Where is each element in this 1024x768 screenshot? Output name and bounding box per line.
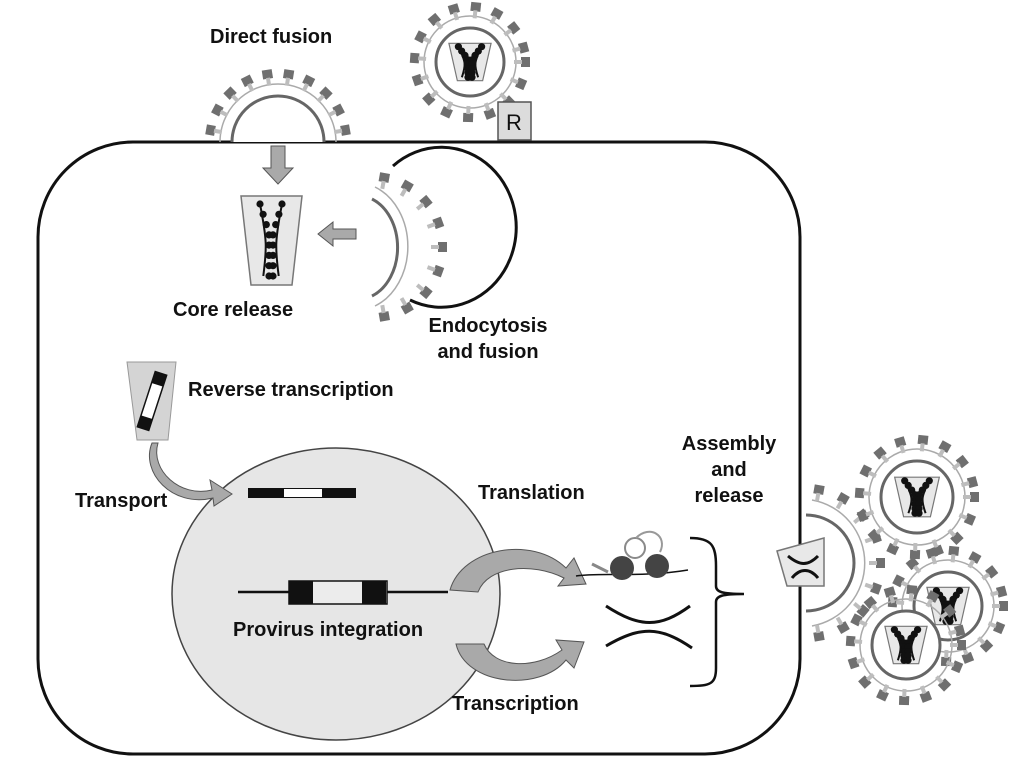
translation-arrow <box>449 548 587 593</box>
envelope-spike <box>431 242 447 252</box>
envelope-spike <box>869 558 885 568</box>
envelope-spike <box>858 670 877 689</box>
unintegrated-dna <box>248 488 356 498</box>
label-core-release: Core release <box>173 299 294 321</box>
envelope-spike <box>945 526 964 546</box>
label-assembly: Assembly and release <box>670 431 788 509</box>
released-core <box>240 195 303 286</box>
envelope-spike <box>413 281 433 300</box>
label-transport: Transport <box>75 490 168 512</box>
envelope-spike <box>501 21 521 39</box>
envelope-spike <box>211 103 230 120</box>
envelope-spike <box>397 295 414 315</box>
label-endocytosis-line-2: and fusion <box>437 341 539 363</box>
budding-core <box>776 537 825 587</box>
fusion-down-arrow <box>261 145 295 185</box>
label-assembly-line-3: release <box>694 485 764 507</box>
envelope-spike <box>427 12 446 32</box>
label-endocytosis: Endocytosis and fusion <box>418 313 558 365</box>
transcription-arrow <box>455 639 585 681</box>
endocytosis-virion-envelope <box>371 197 400 298</box>
envelope-spike <box>447 3 462 22</box>
envelope-spike <box>873 446 892 466</box>
envelope-spike <box>812 484 825 502</box>
label-reverse-transcription: Reverse transcription <box>188 379 394 401</box>
cell-membrane <box>36 140 802 756</box>
envelope-spike <box>422 87 441 106</box>
envelope-spike <box>299 74 316 94</box>
envelope-spike <box>240 74 257 94</box>
envelope-spike <box>989 585 1008 600</box>
envelope-spike <box>326 103 345 120</box>
translation-ribosomes <box>575 531 689 580</box>
envelope-spike <box>932 673 952 692</box>
envelope-spike <box>833 615 850 634</box>
envelope-spike <box>377 304 390 322</box>
endocytosis-left-arrow <box>317 220 357 248</box>
endocytosis-spikes <box>377 172 447 322</box>
label-translation: Translation <box>478 482 585 504</box>
free-virion-top <box>409 1 530 123</box>
receptor-label: R <box>506 110 522 135</box>
envelope-spike <box>863 579 882 595</box>
envelope-spike <box>223 86 242 105</box>
envelope-spike <box>812 624 825 642</box>
envelope-spike <box>511 41 530 56</box>
label-assembly-line-2: and <box>711 459 747 481</box>
released-virion-1 <box>854 434 979 560</box>
envelope-spike <box>960 476 979 490</box>
envelope-spike <box>833 492 850 511</box>
label-assembly-line-1: Assembly <box>681 433 777 455</box>
envelope-spike <box>425 216 445 232</box>
envelope-spike <box>979 565 999 583</box>
direct-fusion-virion-envelope <box>230 94 326 143</box>
ribosome-2 <box>645 554 669 578</box>
envelope-spike <box>397 179 414 199</box>
transport-arrow <box>149 442 233 507</box>
ribosome-1 <box>610 556 634 580</box>
envelope-spike <box>377 172 390 190</box>
reverse-transcription-core <box>126 361 177 441</box>
endosome-membrane <box>392 145 518 309</box>
envelope-spike <box>950 454 969 473</box>
label-provirus-integration: Provirus integration <box>233 619 424 641</box>
receptor-box <box>497 101 532 141</box>
assembly-bracket <box>689 536 745 688</box>
budding-virion-envelope <box>805 513 856 613</box>
provirus <box>238 580 448 605</box>
envelope-spike <box>894 436 909 455</box>
label-transcription: Transcription <box>452 693 579 715</box>
envelope-spike <box>974 634 994 653</box>
label-endocytosis-line-1: Endocytosis <box>428 315 548 337</box>
envelope-spike <box>314 86 333 105</box>
envelope-spike <box>425 262 445 278</box>
envelope-spike <box>905 556 924 576</box>
label-direct-fusion: Direct fusion <box>210 26 333 48</box>
envelope-spike <box>413 194 433 213</box>
translated-genomes <box>605 604 693 650</box>
released-virion-3 <box>845 584 966 706</box>
